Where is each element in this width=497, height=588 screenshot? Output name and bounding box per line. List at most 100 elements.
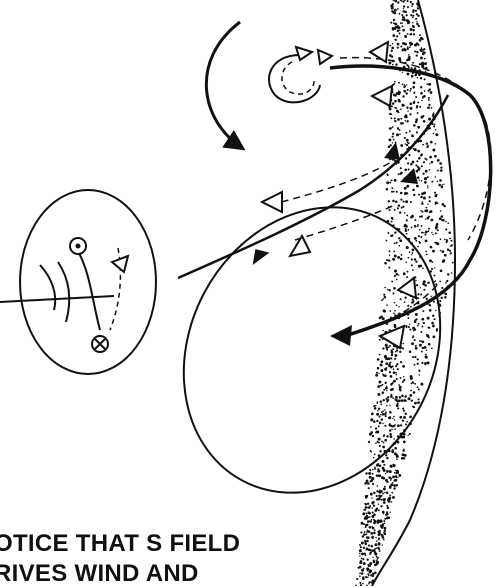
stipple-dot: [383, 513, 384, 514]
stipple-dot: [417, 386, 419, 388]
stipple-dot: [404, 187, 407, 190]
stipple-dot: [369, 505, 371, 507]
stipple-dot: [390, 395, 393, 398]
stipple-dot: [395, 201, 398, 204]
stipple-dot: [374, 551, 377, 554]
stipple-dot: [414, 225, 417, 228]
stipple-dot: [398, 384, 400, 386]
stipple-dot: [362, 535, 364, 537]
stipple-dot: [407, 6, 409, 8]
stipple-dot: [411, 298, 413, 300]
stipple-dot: [391, 10, 393, 12]
stipple-dot: [369, 562, 372, 565]
stipple-dot: [430, 91, 433, 94]
stipple-dot: [409, 251, 411, 253]
stipple-dot: [403, 376, 404, 377]
stipple-dot: [395, 372, 397, 374]
stipple-dot: [430, 296, 431, 297]
stipple-dot: [392, 43, 393, 44]
stipple-dot: [408, 326, 410, 328]
stipple-dot: [393, 312, 395, 314]
stipple-dot: [432, 325, 435, 328]
stipple-dot: [379, 533, 381, 535]
stipple-dot: [368, 506, 370, 508]
stipple-dot: [393, 93, 396, 96]
stipple-dot: [434, 124, 436, 126]
stipple-dot: [410, 1, 412, 3]
stipple-dot: [423, 322, 425, 324]
stipple-dot: [422, 267, 424, 269]
stipple-dot: [417, 293, 419, 295]
stipple-dot: [411, 264, 413, 266]
stipple-dot: [402, 95, 404, 97]
stipple-dot: [416, 54, 418, 56]
stipple-dot: [381, 476, 384, 479]
stipple-dot: [389, 250, 391, 252]
stipple-dot: [419, 229, 421, 231]
stipple-dot: [397, 477, 399, 479]
caption-line-2: RIVES WIND AND: [0, 560, 199, 588]
stipple-dot: [376, 372, 378, 374]
stipple-dot: [382, 544, 383, 545]
stipple-dot: [367, 529, 369, 531]
stipple-dot: [396, 279, 398, 281]
stipple-dot: [394, 255, 397, 258]
stipple-dot: [386, 435, 388, 437]
stipple-dot: [412, 189, 415, 192]
stipple-dot: [450, 252, 452, 254]
stipple-dot: [369, 552, 371, 554]
stipple-dot: [366, 531, 368, 533]
stipple-dot: [392, 64, 394, 66]
stipple-dot: [380, 525, 383, 528]
stipple-dot: [445, 282, 447, 284]
stipple-dot: [380, 414, 381, 415]
stipple-dot: [394, 419, 396, 421]
stipple-dot: [398, 400, 401, 403]
stipple-dot: [408, 67, 409, 68]
stipple-dot: [404, 84, 406, 86]
stipple-dot: [392, 27, 395, 30]
stipple-dot: [376, 548, 378, 550]
stipple-dot: [433, 112, 435, 114]
stipple-dot: [425, 170, 428, 173]
stipple-dot: [379, 450, 381, 452]
stipple-dot: [392, 425, 395, 428]
stipple-dot: [439, 162, 442, 165]
stipple-dot: [379, 550, 381, 552]
stipple-dot: [365, 576, 367, 578]
stipple-dot: [438, 184, 441, 187]
stipple-dot: [388, 267, 390, 269]
stipple-dot: [399, 211, 401, 213]
stipple-dot: [444, 239, 446, 241]
stipple-dot: [392, 187, 394, 189]
stipple-dot: [391, 492, 393, 494]
stipple-dot: [392, 3, 394, 5]
stipple-dot: [418, 323, 420, 325]
stipple-dot: [415, 240, 417, 242]
stipple-dot: [417, 325, 419, 327]
stipple-dot: [436, 328, 438, 330]
stipple-dot: [406, 233, 408, 235]
stipple-dot: [366, 480, 369, 483]
stipple-dot: [416, 13, 418, 15]
stipple-dot: [412, 252, 414, 254]
stipple-dot: [385, 346, 388, 349]
stipple-dot: [370, 418, 373, 421]
stipple-dot: [412, 9, 414, 11]
stipple-dot: [421, 340, 424, 343]
stipple-dot: [423, 191, 426, 194]
stipple-dot: [393, 371, 396, 374]
stipple-dot: [406, 326, 408, 328]
stipple-dot: [374, 466, 375, 467]
stipple-dot: [406, 214, 408, 216]
stipple-dot: [393, 83, 395, 85]
stipple-dot: [392, 102, 395, 105]
stipple-dot: [419, 34, 421, 36]
stipple-dot: [398, 237, 400, 239]
stipple-dot: [383, 487, 386, 490]
stipple-dot: [385, 382, 387, 384]
stipple-dot: [445, 228, 447, 230]
stipple-dot: [411, 75, 414, 78]
stipple-dot: [368, 487, 370, 489]
stipple-dot: [376, 556, 378, 558]
